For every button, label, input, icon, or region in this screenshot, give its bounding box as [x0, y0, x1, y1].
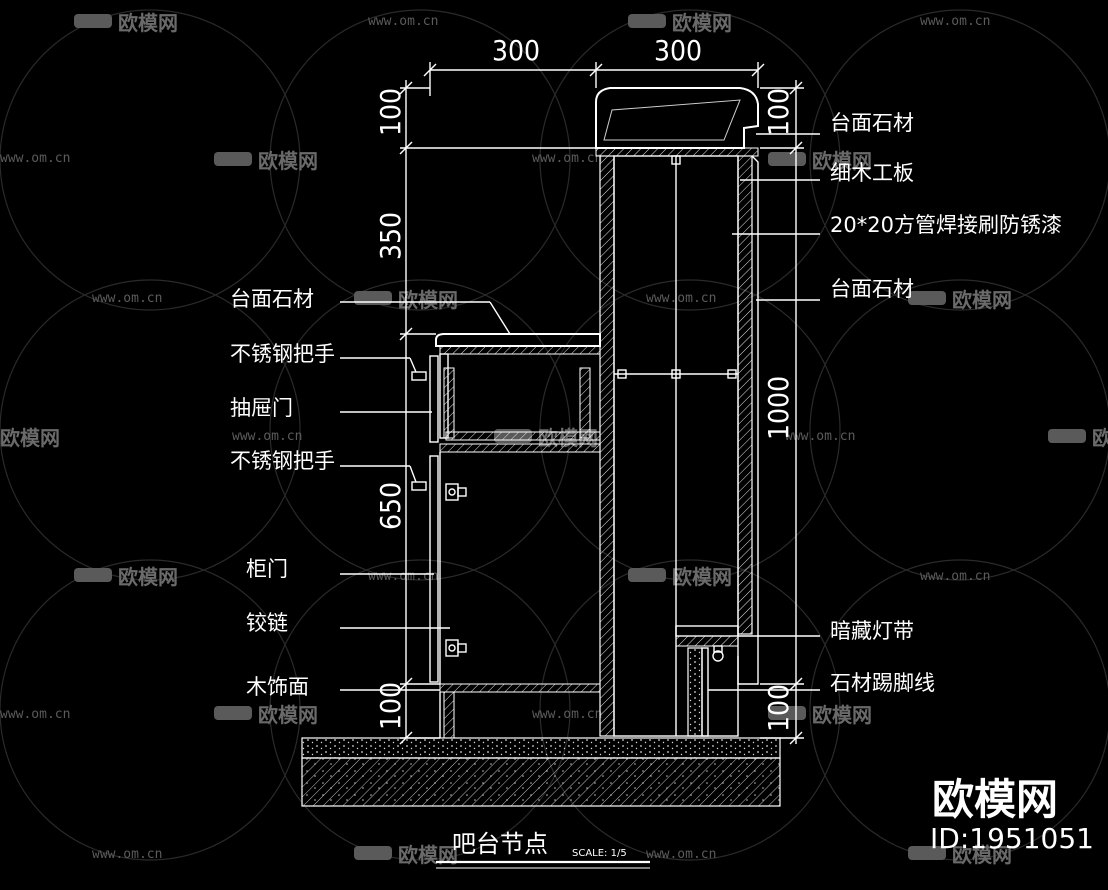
- svg-text:欧模网: 欧模网: [1092, 426, 1108, 450]
- svg-text:欧模网: 欧模网: [812, 703, 872, 727]
- label-hidden-light-strip: 暗藏灯带: [830, 619, 914, 643]
- label-square-tube: 20*20方管焊接刷防锈漆: [830, 213, 1062, 237]
- dimension-top-left: 300: [492, 34, 540, 67]
- svg-text:欧模网: 欧模网: [952, 288, 1012, 312]
- drawing-title-block: 吧台节点 SCALE: 1/5: [436, 830, 650, 869]
- steel-frame: [599, 155, 759, 737]
- watermark-url: www.om.cn: [532, 151, 602, 166]
- drawing-title: 吧台节点: [452, 830, 548, 858]
- svg-text:欧模网: 欧模网: [398, 843, 458, 867]
- watermark-url: www.om.cn: [368, 14, 438, 29]
- svg-text:欧模网: 欧模网: [258, 703, 318, 727]
- dimension-left-650: 650: [374, 482, 407, 530]
- watermark-url: www.om.cn: [232, 429, 302, 444]
- label-stainless-handle: 不锈钢把手: [230, 342, 335, 366]
- label-cabinet-door: 柜门: [246, 557, 288, 581]
- watermark-url: www.om.cn: [646, 291, 716, 306]
- labels-left: 台面石材 不锈钢把手 抽屉门 不锈钢把手 柜门 铰链 木饰面: [230, 287, 335, 699]
- svg-text:欧模网: 欧模网: [812, 149, 872, 173]
- corner-id: ID:1951051: [930, 822, 1094, 855]
- watermark-url: www.om.cn: [368, 569, 438, 584]
- watermark-url: www.om.cn: [920, 569, 990, 584]
- svg-text:欧模网: 欧模网: [672, 565, 732, 589]
- svg-text:欧模网: 欧模网: [952, 843, 1012, 867]
- upper-countertop: [595, 87, 759, 157]
- dimension-left-350: 350: [374, 212, 407, 260]
- dimension-top-right: 300: [654, 34, 702, 67]
- dimension-right-100-bottom: 100: [762, 684, 795, 732]
- label-stainless-handle-2: 不锈钢把手: [230, 449, 335, 473]
- svg-text:欧模网: 欧模网: [672, 11, 732, 35]
- svg-text:欧模网: 欧模网: [398, 288, 458, 312]
- dimension-right-1000: 1000: [762, 376, 795, 440]
- watermark-url: www.om.cn: [92, 847, 162, 862]
- dimension-right-100-top: 100: [762, 88, 795, 136]
- dimension-texts: 300 300 100 350 650 100 100 1000 100: [374, 34, 795, 732]
- dimension-left-100-bottom: 100: [374, 682, 407, 730]
- svg-text:欧模网: 欧模网: [118, 11, 178, 35]
- watermark-circles: [0, 9, 1108, 861]
- handle-icon: [411, 371, 427, 491]
- leader-lines-left: [340, 301, 511, 691]
- dimension-left-100-top: 100: [374, 88, 407, 136]
- hinge-icon: [445, 483, 467, 657]
- label-drawer-door: 抽屉门: [230, 396, 293, 420]
- label-countertop-stone: 台面石材: [830, 111, 914, 135]
- floor-slab: [301, 737, 781, 807]
- watermark-url: www.om.cn: [646, 847, 716, 862]
- label-blockboard: 细木工板: [830, 161, 914, 185]
- leader-lines-right: [708, 133, 820, 691]
- label-stone-skirting: 石材踢脚线: [830, 671, 935, 695]
- svg-text:欧模网: 欧模网: [118, 565, 178, 589]
- watermark-url: www.om.cn: [920, 14, 990, 29]
- corner-brand: 欧模网: [932, 775, 1058, 824]
- labels-right: 台面石材 细木工板 20*20方管焊接刷防锈漆 台面石材 暗藏灯带 石材踢脚线: [830, 111, 1062, 695]
- label-wood-veneer: 木饰面: [246, 675, 309, 699]
- svg-text:欧模网: 欧模网: [258, 149, 318, 173]
- label-countertop-stone-left: 台面石材: [230, 287, 314, 311]
- drawing-scale: SCALE: 1/5: [572, 848, 627, 859]
- watermark-url: www.om.cn: [92, 291, 162, 306]
- label-countertop-stone-2: 台面石材: [830, 277, 914, 301]
- watermark-url: www.om.cn: [0, 151, 70, 166]
- watermark-url: www.om.cn: [785, 429, 855, 444]
- svg-text:欧模网: 欧模网: [0, 426, 60, 450]
- lower-cabinet: [411, 333, 601, 739]
- watermark-url: www.om.cn: [0, 707, 70, 722]
- watermark-url: www.om.cn: [532, 707, 602, 722]
- label-hinge: 铰链: [246, 611, 288, 635]
- corner-branding: 欧模网 ID:1951051: [930, 775, 1094, 855]
